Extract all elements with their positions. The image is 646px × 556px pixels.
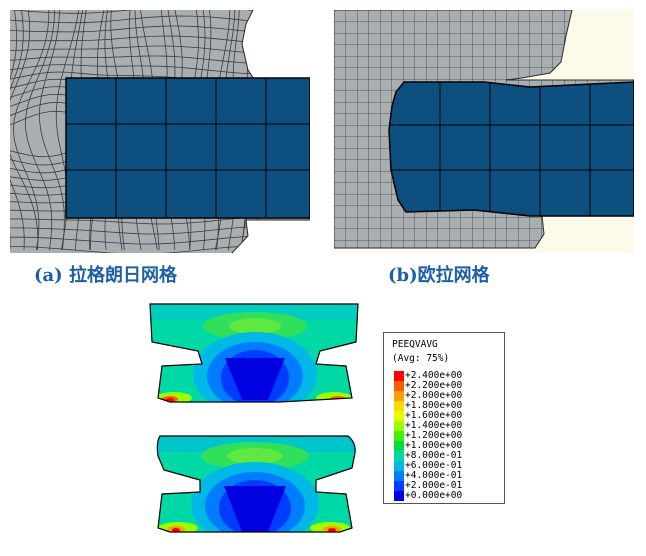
legend-swatch bbox=[394, 461, 404, 471]
legend-entry: +8.000e-01 bbox=[394, 450, 499, 461]
contour-specimen-initial bbox=[150, 304, 358, 402]
legend-swatch bbox=[394, 381, 404, 391]
legend-entry: +2.200e+00 bbox=[394, 380, 499, 391]
legend-label: +2.200e+00 bbox=[405, 380, 463, 391]
legend-swatch bbox=[394, 481, 404, 491]
legend-label: +4.000e-01 bbox=[405, 470, 463, 481]
legend-entry: +0.000e+00 bbox=[394, 490, 499, 501]
legend-label: +2.000e-01 bbox=[405, 480, 463, 491]
legend-label: +0.000e+00 bbox=[405, 490, 463, 501]
legend-entry: +1.200e+00 bbox=[394, 430, 499, 441]
peeq-contour-plot bbox=[140, 296, 370, 546]
legend-swatch bbox=[394, 391, 404, 401]
legend-label: +1.000e+00 bbox=[405, 440, 463, 451]
workpiece-block-b bbox=[388, 81, 634, 217]
legend-entry: +1.800e+00 bbox=[394, 400, 499, 411]
legend-label: +1.600e+00 bbox=[405, 410, 463, 421]
legend-subtitle: (Avg: 75%) bbox=[392, 353, 450, 364]
legend-entry: +1.400e+00 bbox=[394, 420, 499, 431]
legend-swatch bbox=[394, 471, 404, 481]
legend-label: +6.000e-01 bbox=[405, 460, 463, 471]
lagrangian-mesh-drawing bbox=[10, 10, 310, 253]
caption-lagrangian: (a) 拉格朗日网格 bbox=[34, 265, 177, 286]
lagrangian-mesh-panel bbox=[10, 10, 310, 253]
legend-label: +1.200e+00 bbox=[405, 430, 463, 441]
legend-entry: +4.000e-01 bbox=[394, 470, 499, 481]
legend-swatch bbox=[394, 441, 404, 451]
legend-entry: +1.600e+00 bbox=[394, 410, 499, 421]
legend-entry: +2.000e+00 bbox=[394, 390, 499, 401]
peeq-legend: PEEQVAVG (Avg: 75%) +2.400e+00+2.200e+00… bbox=[383, 332, 505, 504]
legend-label: +2.400e+00 bbox=[405, 370, 463, 381]
legend-swatch bbox=[394, 371, 404, 381]
legend-label: +1.800e+00 bbox=[405, 400, 463, 411]
legend-entry: +2.000e-01 bbox=[394, 480, 499, 491]
legend-entry: +1.000e+00 bbox=[394, 440, 499, 451]
legend-swatch bbox=[394, 411, 404, 421]
legend-swatch bbox=[394, 431, 404, 441]
legend-title: PEEQVAVG bbox=[392, 339, 438, 350]
legend-label: +8.000e-01 bbox=[405, 450, 463, 461]
eulerian-mesh-drawing bbox=[334, 10, 634, 253]
legend-entry: +2.400e+00 bbox=[394, 370, 499, 381]
legend-swatch bbox=[394, 491, 404, 501]
legend-swatch bbox=[394, 401, 404, 411]
legend-swatch bbox=[394, 421, 404, 431]
workpiece-block-a bbox=[65, 77, 310, 219]
contour-specimen-deformed bbox=[157, 436, 356, 532]
legend-entry: +6.000e-01 bbox=[394, 460, 499, 471]
caption-eulerian: (b)欧拉网格 bbox=[388, 265, 490, 286]
eulerian-mesh-panel bbox=[334, 10, 634, 253]
legend-label: +2.000e+00 bbox=[405, 390, 463, 401]
legend-label: +1.400e+00 bbox=[405, 420, 463, 431]
legend-swatch bbox=[394, 451, 404, 461]
